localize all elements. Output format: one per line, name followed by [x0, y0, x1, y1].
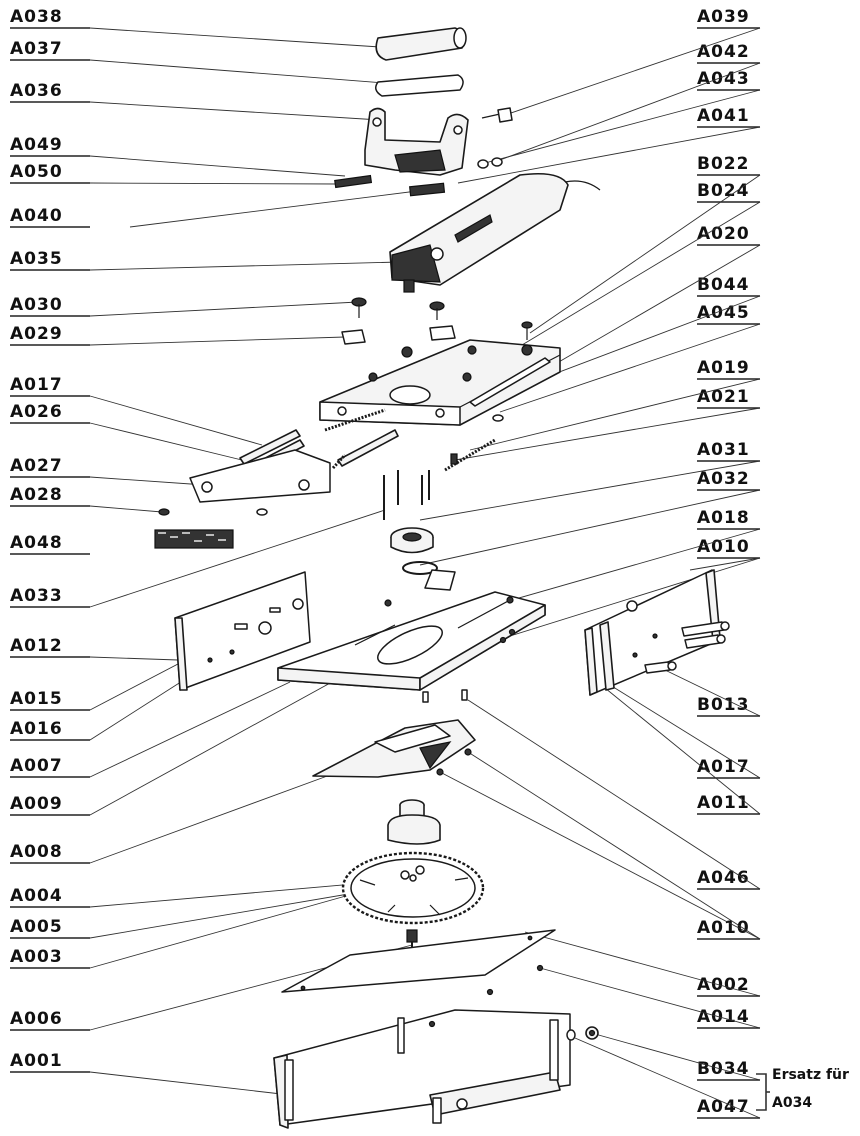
guide-plate	[189, 449, 331, 503]
knob-parts	[351, 297, 533, 340]
label-A005: A005	[10, 917, 63, 937]
label-A008: A008	[10, 842, 63, 862]
label-A039: A039	[697, 7, 750, 27]
carriage-frame	[319, 339, 561, 426]
label-A026: A026	[10, 402, 63, 422]
label-B024: B024	[697, 181, 749, 201]
label-A012: A012	[10, 636, 63, 656]
label-A037: A037	[10, 39, 63, 59]
left-fence	[174, 571, 311, 691]
label-A020: A020	[697, 224, 750, 244]
knob-washer	[566, 1026, 599, 1041]
label-A033: A033	[10, 586, 63, 606]
label-A030: A030	[10, 295, 63, 315]
nut-parts	[477, 157, 503, 169]
bushing	[390, 527, 434, 554]
label-B044: B044	[697, 275, 749, 295]
label-A019: A019	[697, 358, 750, 378]
sleeve-part	[375, 74, 464, 97]
label-A045: A045	[697, 303, 750, 323]
pins	[383, 470, 430, 520]
label-A049: A049	[10, 135, 63, 155]
label-B022: B022	[697, 154, 749, 174]
label-A017-left: A017	[10, 375, 63, 395]
replacement-note: Ersatz für A034	[756, 1067, 849, 1111]
table-plate	[281, 929, 556, 996]
label-A036: A036	[10, 81, 63, 101]
small-fittings	[444, 414, 504, 472]
label-A047: A047	[697, 1097, 750, 1117]
right-labels: A039 A042 A043 A041 B022 B024 A020 B044 …	[697, 7, 760, 1119]
mesh-pad	[154, 529, 234, 549]
base-plate	[277, 569, 546, 691]
label-A035: A035	[10, 249, 63, 269]
label-A011: A011	[697, 793, 750, 813]
arbor-hub	[387, 799, 441, 845]
label-A032: A032	[697, 469, 750, 489]
label-A007: A007	[10, 756, 63, 776]
label-A016: A016	[10, 719, 63, 739]
label-A042: A042	[697, 42, 750, 62]
small-screws	[158, 508, 268, 516]
label-A003: A003	[10, 947, 63, 967]
label-A043: A043	[697, 69, 750, 89]
label-A048: A048	[10, 533, 63, 553]
small-bars	[334, 174, 446, 197]
locating-pins	[422, 689, 468, 703]
replacement-note-target: A034	[772, 1095, 812, 1111]
parts-drawing	[154, 27, 730, 1129]
label-B034: B034	[697, 1059, 749, 1079]
label-A001: A001	[10, 1051, 63, 1071]
label-A015: A015	[10, 689, 63, 709]
label-A029: A029	[10, 324, 63, 344]
right-screws	[644, 621, 730, 674]
screw-part	[481, 107, 513, 123]
label-A021: A021	[697, 387, 750, 407]
label-A010-bottom: A010	[697, 918, 750, 938]
base-box	[273, 1009, 571, 1129]
label-A031: A031	[697, 440, 750, 460]
clamp-parts	[341, 325, 456, 345]
tube-part	[375, 27, 467, 61]
label-A028: A028	[10, 485, 63, 505]
label-A014: A014	[697, 1007, 750, 1027]
label-A018: A018	[697, 508, 750, 528]
label-A009: A009	[10, 794, 63, 814]
label-A041: A041	[697, 106, 750, 126]
label-A050: A050	[10, 162, 63, 182]
label-A046: A046	[697, 868, 750, 888]
left-labels: A038 A037 A036 A049 A050 A040 A035 A030 …	[10, 7, 90, 1073]
bracket-part	[364, 107, 469, 176]
saw-blade	[341, 851, 485, 925]
label-A017-right: A017	[697, 757, 750, 777]
label-A040: A040	[10, 206, 63, 226]
replacement-note-text: Ersatz für	[772, 1067, 849, 1083]
label-A010-top: A010	[697, 537, 750, 557]
label-A006: A006	[10, 1009, 63, 1029]
retaining-ring	[402, 561, 438, 575]
label-A027: A027	[10, 456, 63, 476]
label-A002: A002	[697, 975, 750, 995]
blade-guard	[312, 719, 476, 778]
label-A038: A038	[10, 7, 63, 27]
label-B013: B013	[697, 695, 749, 715]
motor-part	[389, 172, 601, 293]
label-A004: A004	[10, 886, 63, 906]
